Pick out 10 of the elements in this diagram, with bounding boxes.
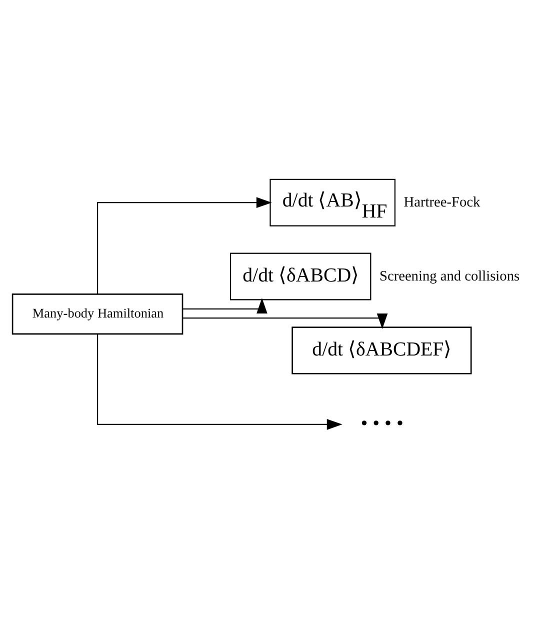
node-box: Many-body Hamiltonian <box>12 294 184 335</box>
node-box: d/dt ⟨δABCDEF⟩ <box>292 326 472 374</box>
arrow <box>182 313 388 329</box>
arrow <box>182 298 268 314</box>
node-label: Screening and collisions <box>379 268 520 284</box>
node-text: • • • • <box>360 412 404 434</box>
arrow <box>96 334 342 430</box>
node-label: Hartree-Fock <box>404 194 480 210</box>
arrow <box>96 197 272 294</box>
node-box: d/dt ⟨δABCD⟩ <box>230 252 372 300</box>
